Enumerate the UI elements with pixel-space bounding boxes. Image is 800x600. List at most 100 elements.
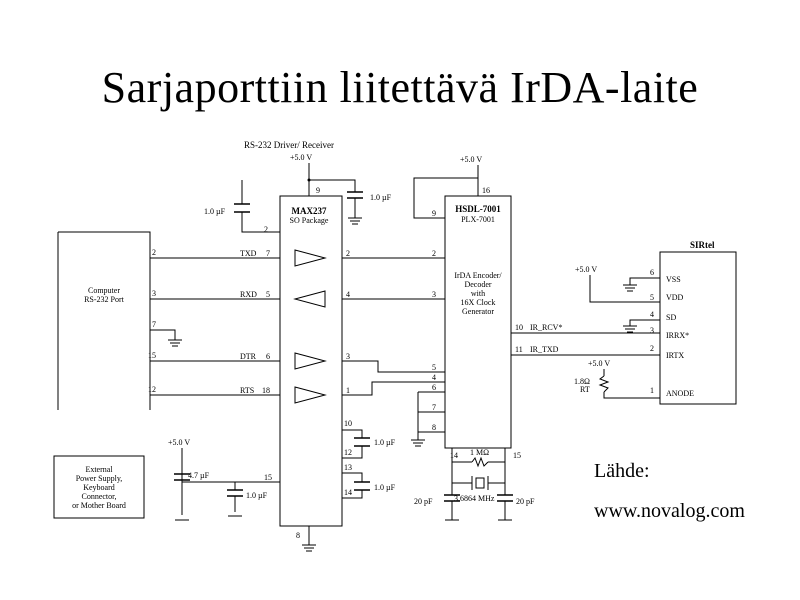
sir-num-3: 3 (650, 326, 654, 335)
cap-c2-label: 1.0 µF (370, 193, 392, 202)
hsdl7001-chip (444, 195, 512, 449)
resistor-rt (598, 375, 610, 393)
sirtel-chip (659, 251, 737, 405)
capacitor-c8 (497, 494, 513, 502)
sir-pin-anode: ANODE (666, 389, 694, 398)
hsdl-signal-irrcv: IR_RCV* (530, 323, 562, 332)
cap-c4-label: 1.0 µF (374, 483, 396, 492)
max-pin-13: 13 (344, 463, 352, 472)
max237-label-2: SO Package (290, 216, 329, 225)
max-pin-12: 12 (344, 448, 352, 457)
hsdl-desc-5: Generator (462, 307, 494, 316)
hsdl-supply: +5.0 V (460, 155, 482, 164)
cap-c8-label: 20 pF (516, 497, 535, 506)
sir-num-5: 5 (650, 293, 654, 302)
wire-c4 (342, 472, 363, 499)
power-label-5: or Mother Board (72, 501, 126, 510)
sir-pin-irrx: IRRX* (666, 331, 689, 340)
label-dtr: DTR (240, 352, 257, 361)
port-pin-3: 3 (152, 289, 156, 298)
capacitor-c2 (347, 191, 363, 199)
sirtel-label: SIRtel (690, 240, 715, 250)
sir-supply-anode: +5.0 V (588, 359, 610, 368)
port-pin-15: 15 (148, 351, 156, 360)
max-pin-6: 6 (266, 352, 270, 361)
resistor-label: 1 MΩ (470, 448, 489, 457)
cap-c1-label: 1.0 µF (204, 207, 226, 216)
port-pin-2: 2 (152, 248, 156, 257)
label-rxd: RXD (240, 290, 257, 299)
capacitor-c5 (174, 473, 190, 481)
power-label-2: Power Supply, (76, 474, 123, 483)
hsdl-pin-5: 5 (432, 363, 436, 372)
slide-title: Sarjaporttiin liitettävä IrDA-laite (101, 63, 699, 112)
ground-symbol-hsdl (411, 439, 425, 447)
hsdl-desc-2: Decoder (464, 280, 491, 289)
hsdl-pin-8: 8 (432, 423, 436, 432)
capacitor-c1 (234, 203, 250, 213)
max-pin-7: 7 (266, 249, 270, 258)
max-rpin-2: 2 (346, 249, 350, 258)
max-pin-10: 10 (344, 419, 352, 428)
max237-chip (279, 195, 343, 527)
ground-max (302, 526, 316, 552)
hsdl-desc-1: IrDA Encoder/ (454, 271, 502, 280)
buffer-txd (294, 249, 327, 267)
crystal-symbol (475, 477, 485, 489)
computer-label-2: RS-232 Port (84, 295, 125, 304)
rt-label-1: 1.8Ω (574, 377, 590, 386)
hsdl-pin-4: 4 (432, 373, 436, 382)
wire-sir-sd (623, 319, 660, 333)
power-supply-box (53, 455, 145, 519)
hsdl-pin-6: 6 (432, 383, 436, 392)
resistor-1m (471, 456, 489, 468)
sir-pin-irtx: IRTX (666, 351, 684, 360)
port-pin-12: 12 (148, 385, 156, 394)
label-rts: RTS (240, 386, 254, 395)
wire-max-hsdl-5 (342, 360, 445, 373)
hsdl-signal-irtxd: IR_TXD (530, 345, 559, 354)
hsdl-pin-7: 7 (432, 403, 436, 412)
hsdl-pin-9: 9 (432, 209, 436, 218)
cap-c6-label: 1.0 µF (246, 491, 268, 500)
buffer-dtr (294, 352, 327, 370)
max-pin-14: 14 (344, 488, 352, 497)
label-txd: TXD (240, 249, 257, 258)
crystal-plates (471, 476, 489, 490)
max237-pin-9: 9 (316, 186, 320, 195)
source-url: www.novalog.com (594, 500, 745, 522)
sir-num-4: 4 (650, 310, 654, 319)
driver-heading: RS-232 Driver/ Receiver (244, 140, 334, 150)
buffer-rxd (293, 290, 326, 308)
max-supply: +5.0 V (290, 153, 312, 162)
wire-gnd-7 (150, 329, 176, 340)
wire-crystal (451, 448, 506, 495)
wire-power (181, 448, 280, 515)
computer-port-box (57, 231, 151, 410)
max-pin-5: 5 (266, 290, 270, 299)
sir-num-6: 6 (650, 268, 654, 277)
wire-sir-vss (623, 277, 660, 292)
wire-max-hsdl-4 (342, 381, 445, 396)
port-pin-7: 7 (152, 320, 156, 329)
hsdl-pin-15: 15 (513, 451, 521, 460)
hsdl-pin-14: 14 (450, 451, 458, 460)
wire-sir-anode (603, 369, 660, 399)
power-label-3: Keyboard (83, 483, 115, 492)
sir-num-1: 1 (650, 386, 654, 395)
hsdl-pin-10: 10 (515, 323, 523, 332)
max-pin-8: 8 (296, 531, 300, 540)
ground-symbol-port (168, 339, 182, 347)
cap-c3-label: 1.0 µF (374, 438, 396, 447)
sir-num-2: 2 (650, 344, 654, 353)
sir-pin-vdd: VDD (666, 293, 684, 302)
max237-pin-top-2: 2 (264, 225, 268, 234)
capacitor-c3 (354, 437, 370, 447)
hsdl-pin-11: 11 (515, 345, 523, 354)
hsdl-label-1: HSDL-7001 (455, 204, 501, 214)
hsdl-pin-3: 3 (432, 290, 436, 299)
ground-caps (445, 501, 512, 521)
capacitor-c6 (227, 489, 243, 497)
max-pin-15: 15 (264, 473, 272, 482)
